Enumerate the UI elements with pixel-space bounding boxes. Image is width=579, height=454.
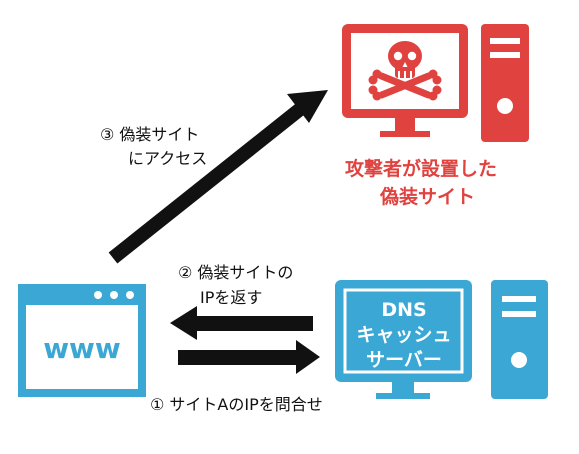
attacker-monitor-neck	[395, 118, 415, 132]
dns-monitor-base	[376, 393, 430, 399]
dns-label-line2: キャッシュ	[356, 324, 451, 346]
return-ip-arrow	[170, 306, 313, 340]
dns-tower-button	[511, 352, 527, 368]
step2-label-line1: ② 偽装サイトの	[178, 263, 294, 282]
skull-face	[393, 51, 417, 78]
dns-server-computer	[335, 280, 548, 399]
step1-label: ① サイトAのIPを問合せ	[150, 395, 323, 414]
dns-tower	[491, 280, 548, 399]
dns-label-line1: DNS	[381, 299, 426, 321]
browser-content	[26, 305, 138, 389]
query-arrow	[178, 340, 320, 374]
browser-dot-3	[126, 291, 134, 299]
step3-label-line1: ③ 偽装サイト	[100, 125, 200, 144]
dns-tower-slot-1	[502, 296, 536, 302]
attacker-monitor-base	[380, 131, 430, 137]
attacker-computer	[342, 24, 529, 142]
browser-dot-2	[110, 291, 118, 299]
attacker-caption-line1: 攻撃者が設置した	[345, 158, 498, 180]
access-arrow	[108, 90, 328, 264]
attacker-caption-line2: 偽装サイト	[380, 186, 476, 208]
step2-label-line2: IPを返す	[200, 288, 263, 307]
step3-label-line2: にアクセス	[128, 149, 208, 168]
attacker-tower-slot-2	[490, 52, 520, 58]
dns-screen	[343, 288, 464, 374]
dns-label-line3: サーバー	[366, 349, 442, 371]
dns-tower-slot-2	[502, 311, 536, 317]
attacker-tower-slot-1	[490, 38, 520, 44]
dns-monitor-neck	[392, 382, 414, 394]
browser-www-label: www	[43, 332, 121, 365]
browser-window: www	[18, 284, 146, 397]
attacker-tower-button	[497, 98, 513, 114]
browser-dot-1	[94, 291, 102, 299]
dns-server-label: DNS キャッシュ サーバー	[356, 299, 451, 371]
